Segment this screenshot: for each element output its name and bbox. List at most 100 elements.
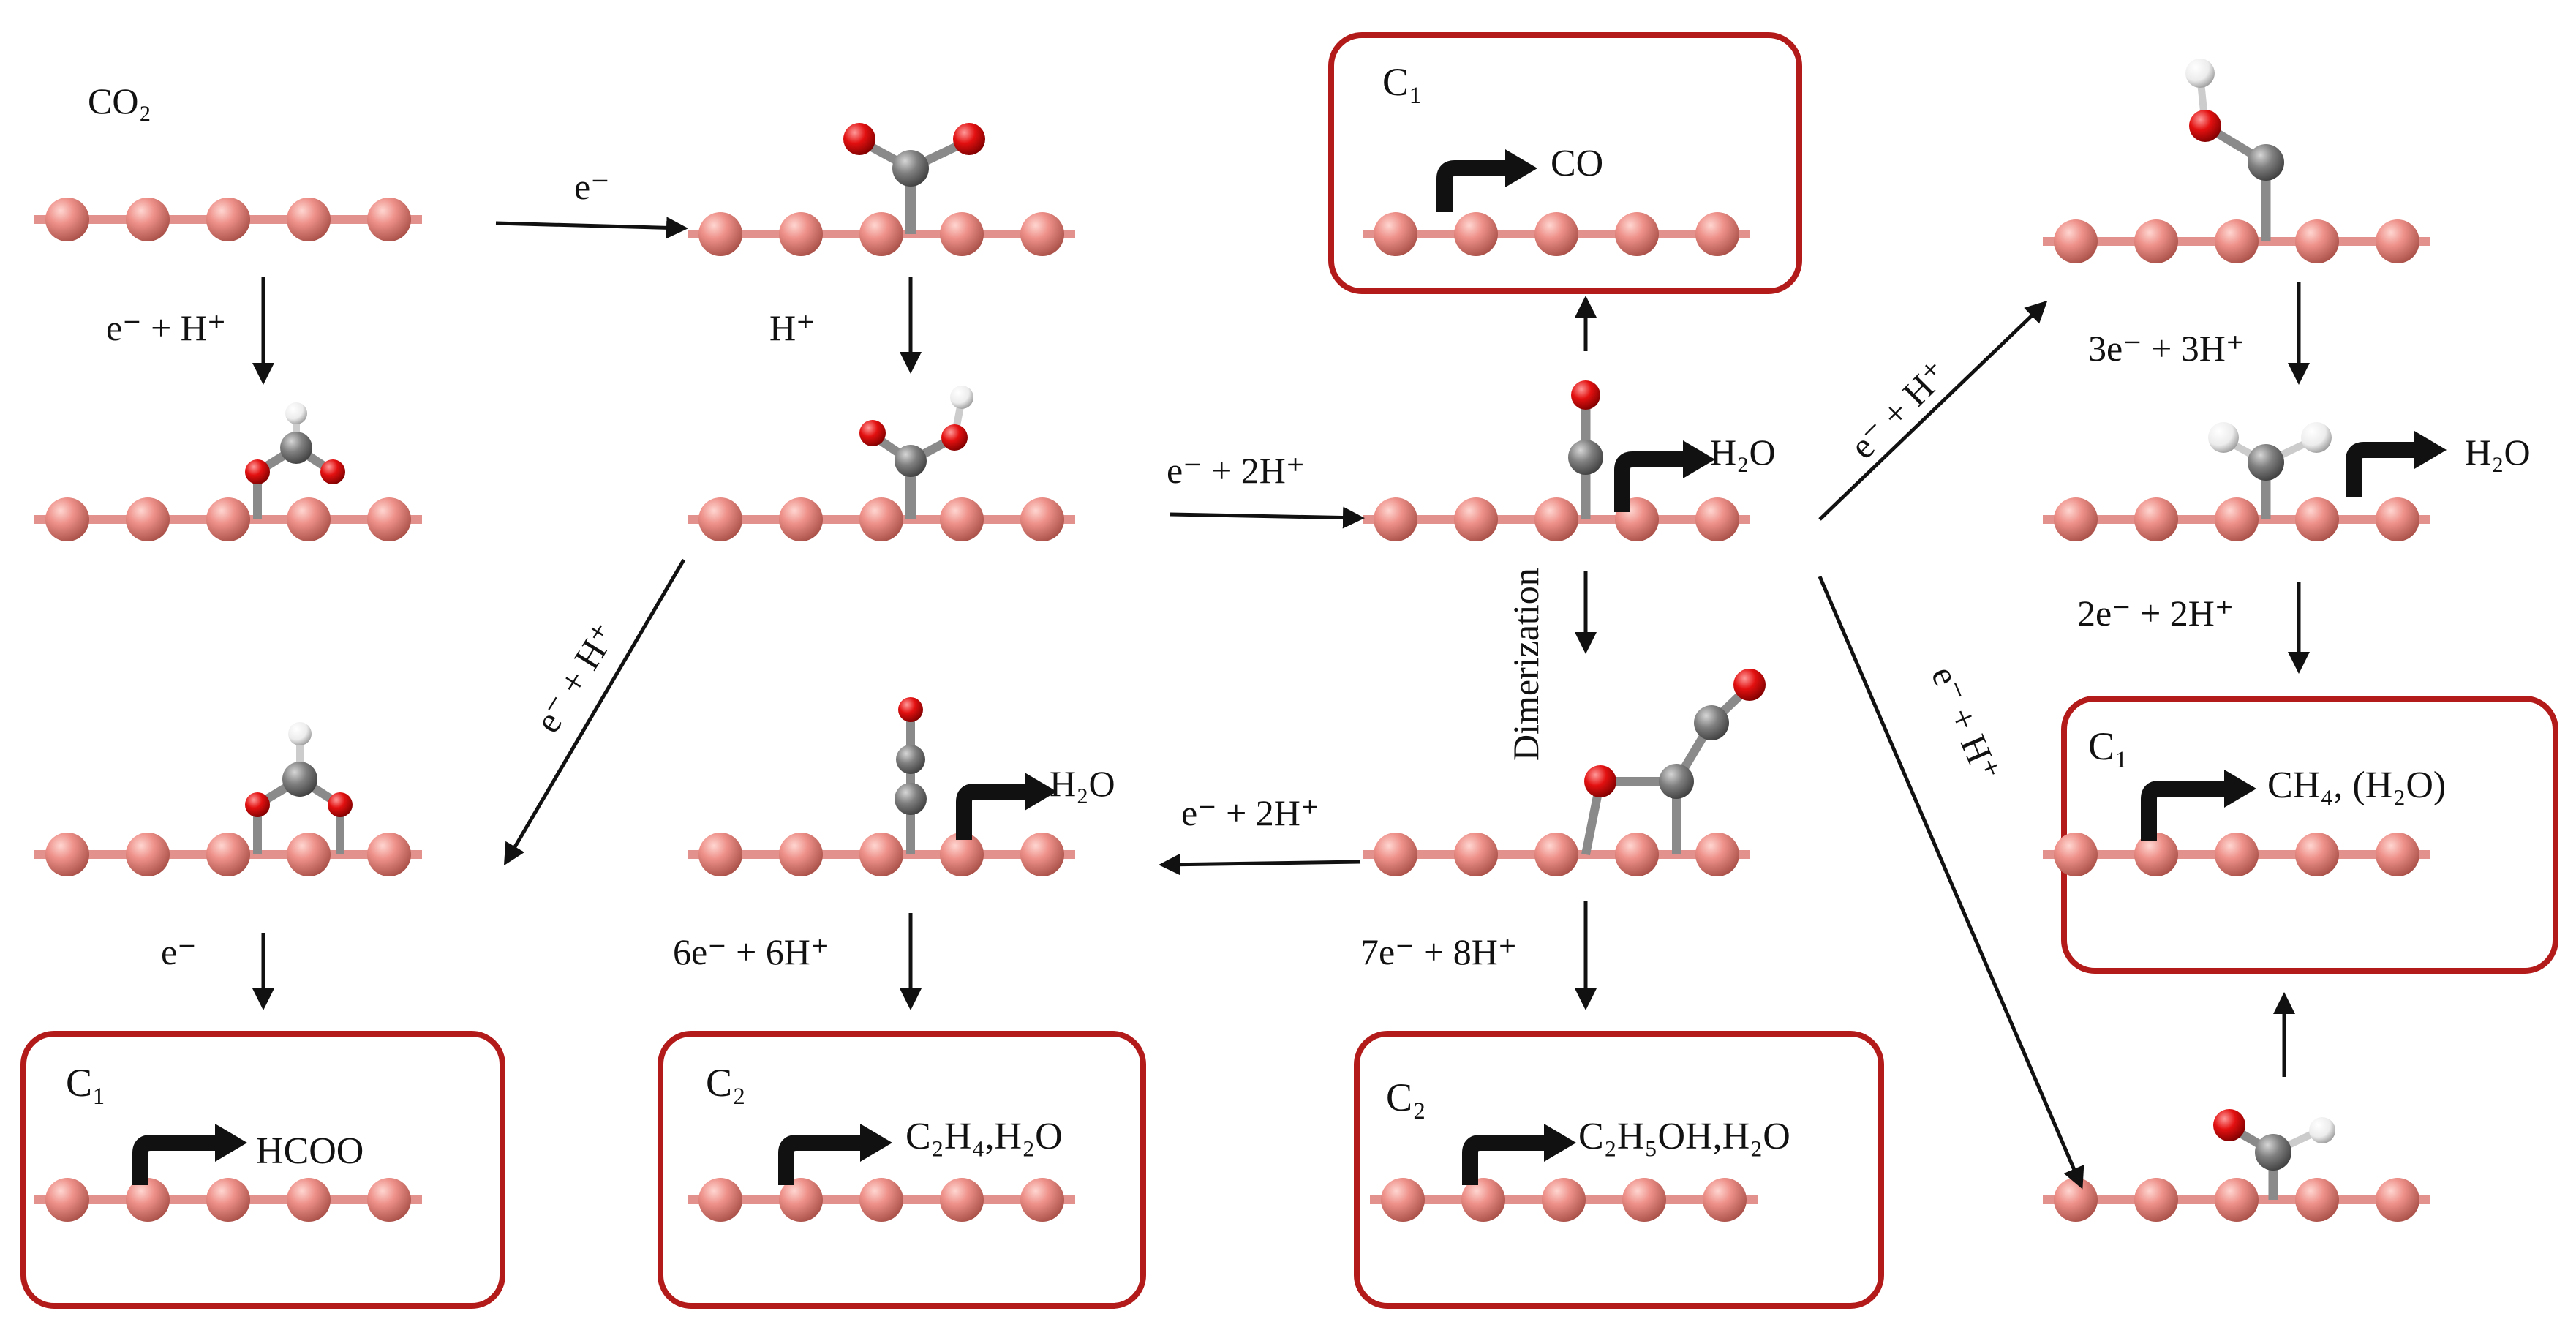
cu-atom xyxy=(698,833,742,876)
cu-atom xyxy=(45,1178,89,1222)
step-label-to-hcoo-intermediate: e⁻ + H⁺ xyxy=(527,616,625,740)
cu-atom xyxy=(367,833,411,876)
molecule-cooh xyxy=(859,386,973,519)
cu-slab xyxy=(34,833,422,876)
arrow-cooh-to-co xyxy=(1170,506,1365,529)
cu-atom xyxy=(2376,219,2419,263)
cu-atom xyxy=(45,497,89,541)
step-label-dimer-to-ethanol: 7e⁻ + 8H⁺ xyxy=(1360,931,1517,972)
cu-atom xyxy=(1534,497,1578,541)
product-label-ch4: CH₄, (H₂O) xyxy=(2267,765,2446,806)
bent-arrow-head xyxy=(1683,440,1715,478)
cu-atom xyxy=(2215,833,2259,876)
product-category-hcoo: C₁ xyxy=(66,1061,106,1105)
cu-atom xyxy=(940,833,984,876)
product-box-ch4 xyxy=(2061,696,2558,974)
cu-atom xyxy=(1695,212,1739,256)
cu-slab xyxy=(688,497,1075,541)
cu-atom xyxy=(2215,1178,2259,1222)
step-label-cco-to-c2h4: 6e⁻ + 6H⁺ xyxy=(673,931,829,972)
cu-atom xyxy=(1454,212,1498,256)
product-label-hcoo: HCOO xyxy=(256,1130,364,1172)
arrow-cooh-to-hcoo xyxy=(503,558,686,866)
step-label-to-co-star: e⁻ + 2H⁺ xyxy=(1167,450,1305,491)
step-label-coh-to-ch2: 3e⁻ + 3H⁺ xyxy=(2088,328,2245,369)
arrow-co-to-cho xyxy=(1818,576,2084,1190)
product-box-c2h5oh xyxy=(1354,1031,1884,1309)
product-box-c2h4 xyxy=(658,1031,1146,1309)
molecule-occo-dimer xyxy=(1581,669,1766,856)
cu-atom xyxy=(1534,212,1578,256)
step-label-co-to-cho: e⁻ + H⁺ xyxy=(1924,660,2008,786)
cu-atom xyxy=(1622,1178,1666,1222)
bent-arrow-shaft xyxy=(778,1135,863,1185)
molecule-coh xyxy=(2185,59,2284,241)
bent-arrow xyxy=(2141,770,2256,841)
cu-atom xyxy=(1020,497,1064,541)
product-label-co: CO xyxy=(1551,143,1603,184)
cu-atom xyxy=(2054,1178,2098,1222)
cu-atom xyxy=(940,212,984,256)
bent-arrow xyxy=(1462,1124,1576,1185)
cu-atom xyxy=(1703,1178,1747,1222)
cu-atom xyxy=(45,833,89,876)
bent-arrow-shaft xyxy=(1462,1135,1547,1185)
cu-atom xyxy=(367,198,411,241)
cu-atom xyxy=(1534,833,1578,876)
cu-atom xyxy=(779,497,823,541)
molecule-coo xyxy=(843,123,985,234)
molecule-hcoo-bidentate xyxy=(245,722,353,854)
bent-arrow-head xyxy=(2224,770,2256,808)
step-label-co2-to-ocho: e⁻ + H⁺ xyxy=(106,307,226,348)
cu-atom xyxy=(1381,1178,1425,1222)
byproduct-water-co-step: H₂O xyxy=(1710,432,1776,473)
cu-atom xyxy=(2215,497,2259,541)
cu-slab xyxy=(34,198,422,241)
bent-arrow-head xyxy=(1025,773,1057,811)
cu-atom xyxy=(779,833,823,876)
cu-atom xyxy=(940,497,984,541)
arrow-co2-to-coo xyxy=(495,217,688,239)
cu-atom xyxy=(287,198,331,241)
cu-slab xyxy=(2043,497,2430,541)
cu-atom xyxy=(206,1178,250,1222)
bent-arrow xyxy=(956,773,1057,840)
step-label-dimerization: Dimerization xyxy=(1505,568,1546,761)
bent-arrow-shaft xyxy=(132,1135,218,1185)
bent-arrow xyxy=(2346,431,2447,497)
cu-atom xyxy=(2134,497,2178,541)
cu-atom xyxy=(1454,833,1498,876)
product-box-hcoo xyxy=(20,1031,505,1309)
cu-atom xyxy=(1020,1178,1064,1222)
cu-atom xyxy=(1020,212,1064,256)
byproduct-water-cco-step: H₂O xyxy=(1050,763,1115,804)
step-label-co2-to-coo: e⁻ xyxy=(574,166,610,207)
molecule-cco xyxy=(895,697,927,854)
cu-atom xyxy=(1695,833,1739,876)
cu-atom xyxy=(1374,833,1417,876)
cu-atom xyxy=(1695,497,1739,541)
step-label-co-to-coh: e⁻ + H⁺ xyxy=(1842,353,1956,467)
product-category-co: C₁ xyxy=(1382,60,1423,104)
cu-atom xyxy=(859,833,903,876)
bent-arrow xyxy=(132,1124,247,1185)
step-label-ch2-to-ch4: 2e⁻ + 2H⁺ xyxy=(2077,593,2234,634)
cu-slab xyxy=(1363,833,1750,876)
arrow-dimer-to-cco xyxy=(1159,853,1361,876)
cu-atom xyxy=(2134,1178,2178,1222)
cu-slab xyxy=(34,1178,422,1222)
product-label-c2h5oh: C₂H₅OH,H₂O xyxy=(1578,1116,1790,1157)
cu-atom xyxy=(940,1178,984,1222)
cu-atom xyxy=(287,497,331,541)
cu-atom xyxy=(2376,833,2419,876)
cu-atom xyxy=(206,497,250,541)
cu-atom xyxy=(1374,497,1417,541)
cu-atom xyxy=(2376,497,2419,541)
cu-slab xyxy=(34,497,422,541)
bent-arrow xyxy=(1614,440,1715,512)
cu-atom xyxy=(126,1178,170,1222)
cu-atom xyxy=(367,1178,411,1222)
bent-arrow-head xyxy=(215,1124,247,1162)
cu-slab xyxy=(1363,212,1750,256)
cu-atom xyxy=(206,198,250,241)
